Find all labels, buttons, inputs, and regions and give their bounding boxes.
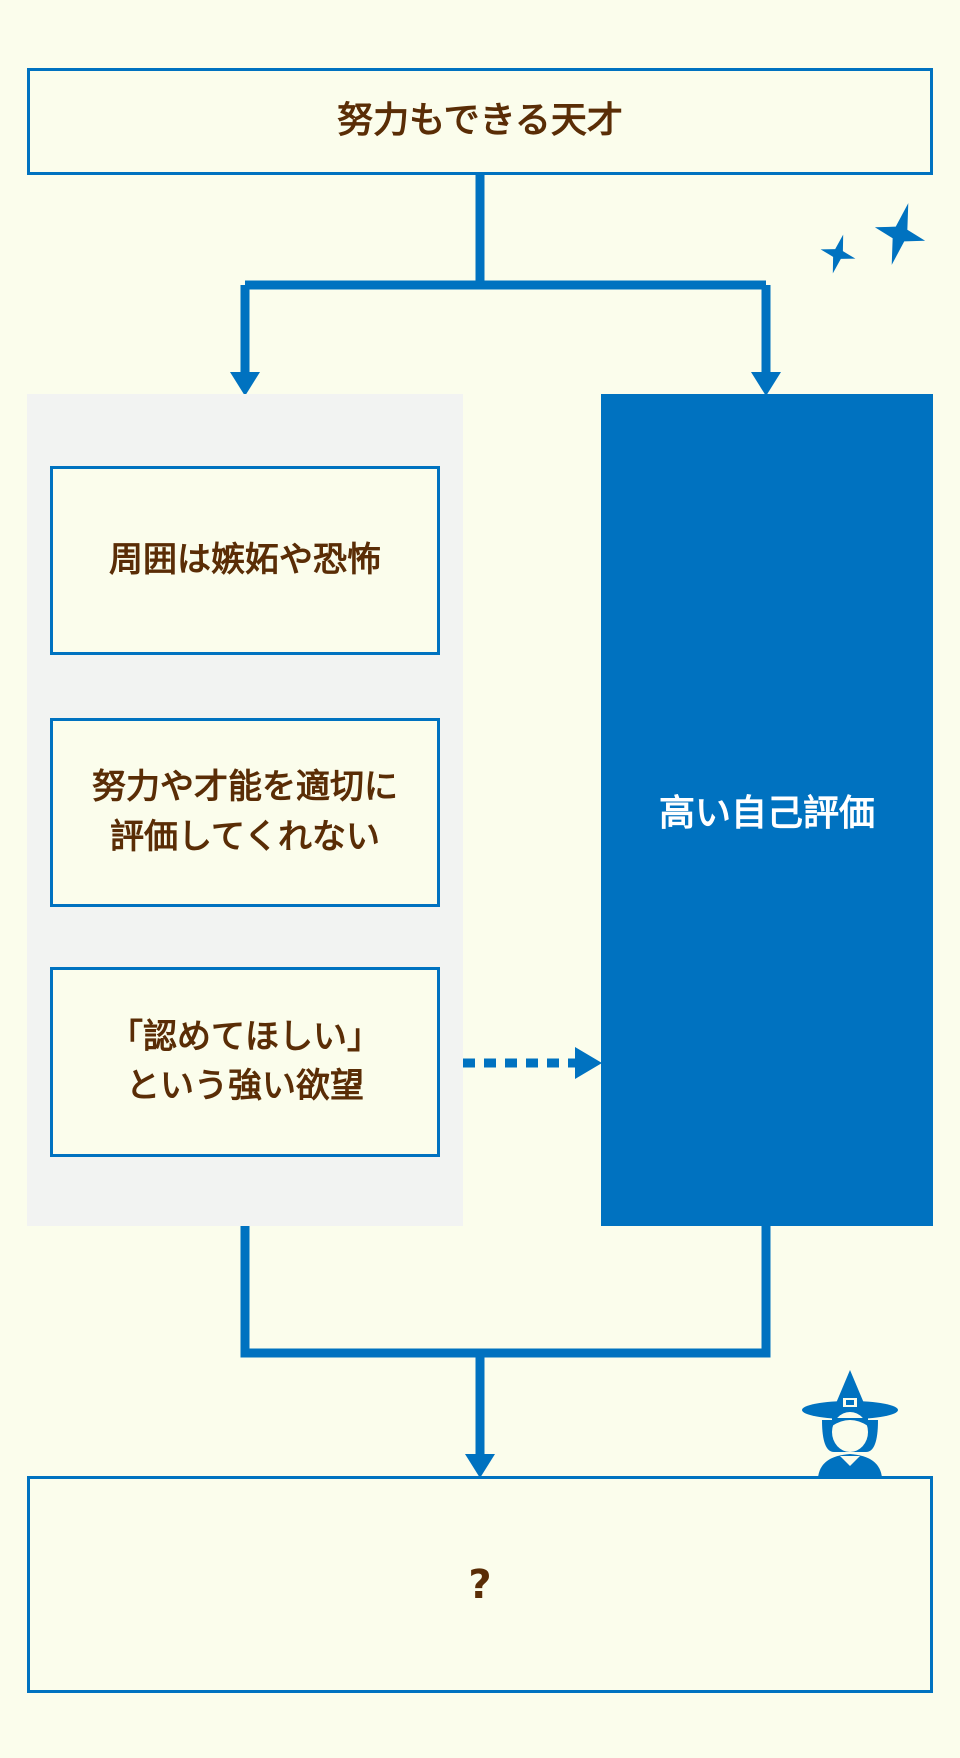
split-connector — [245, 175, 766, 290]
step-1-label: 周囲は嫉妬や恐怖 — [109, 539, 381, 580]
merge-connector — [240, 1226, 771, 1460]
step-box-1: 周囲は嫉妬や恐怖 — [50, 466, 440, 655]
arrowhead-right — [751, 372, 781, 396]
step-3-label: 「認めてほしい」 という強い欲望 — [109, 1016, 381, 1106]
arrowhead-left — [230, 372, 260, 396]
step-box-3: 「認めてほしい」 という強い欲望 — [50, 967, 440, 1157]
arrowhead-dotted — [575, 1047, 602, 1079]
right-panel-label: 高い自己評価 — [658, 793, 875, 834]
bottom-box: ? — [27, 1476, 933, 1693]
right-panel: 高い自己評価 — [601, 394, 933, 1226]
arrowhead-bottom — [465, 1454, 495, 1478]
witch-icon — [802, 1370, 898, 1478]
bottom-box-label: ? — [468, 1561, 492, 1608]
sparkle-icon — [820, 203, 926, 274]
step-box-2: 努力や才能を適切に 評価してくれない — [50, 718, 440, 907]
top-box: 努力もできる天才 — [27, 68, 933, 175]
top-box-label: 努力もできる天才 — [337, 100, 623, 142]
step-2-label: 努力や才能を適切に 評価してくれない — [92, 767, 398, 857]
